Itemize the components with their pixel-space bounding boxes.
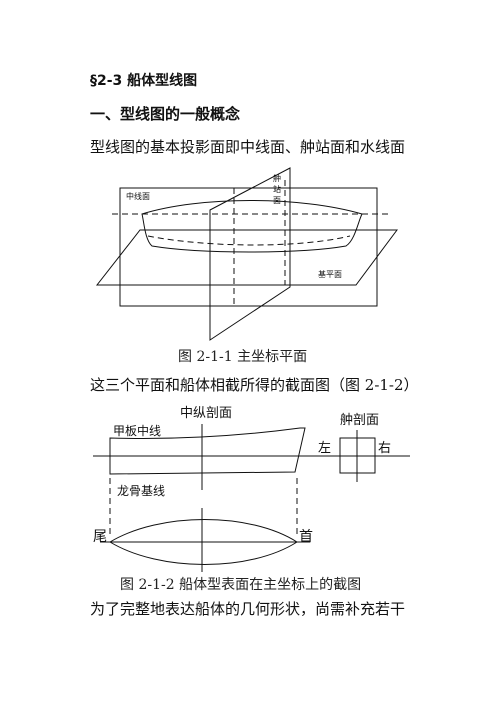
paragraph-sections: 这三个平面和船体相截所得的截面图（图 2-1-2） [90, 376, 419, 394]
label-stern: 尾 [93, 529, 107, 545]
paragraph-supplement: 为了完整地表达船体的几何形状，尚需补充若干 [90, 600, 406, 618]
label-longitudinal-section: 中纵剖面 [180, 406, 232, 421]
label-base-plane: 基平面 [318, 269, 342, 279]
plan-waterplane [109, 519, 298, 565]
hull-waterline [147, 235, 351, 246]
base-plane [95, 229, 398, 286]
label-keel-baseline: 龙骨基线 [117, 484, 165, 498]
section-title: §2-3 船体型线图 [90, 73, 198, 89]
label-station-2: 站 [273, 184, 281, 194]
label-centerline-plane: 中线面 [126, 191, 150, 201]
figure-2-caption: 图 2-1-2 船体型表面在主坐标上的截图 [120, 577, 362, 593]
centerline-plane [119, 187, 378, 307]
label-station-3: 面 [273, 196, 281, 205]
profile-hull [109, 427, 306, 475]
label-bow: 首 [299, 529, 313, 545]
figure-1-caption: 图 2-1-1 主坐标平面 [178, 349, 308, 365]
label-deck-centerline: 甲板中线 [113, 423, 161, 438]
subsection-title: 一、型线图的一般概念 [90, 105, 241, 123]
paragraph-intro: 型线图的基本投影面即中线面、舯站面和水线面 [90, 138, 406, 156]
label-left: 左 [318, 441, 331, 456]
label-midship-section: 舯剖面 [340, 413, 379, 428]
label-right: 右 [378, 441, 391, 456]
hull-outline [141, 200, 363, 253]
midship-station-plane [209, 167, 291, 341]
label-station-1: 舯 [273, 173, 281, 183]
